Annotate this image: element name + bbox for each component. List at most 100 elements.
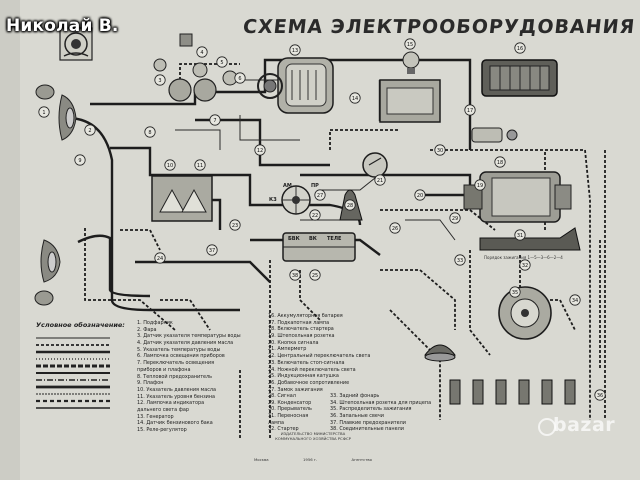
callout-number: 30 — [437, 148, 443, 154]
callout-number: 14 — [352, 96, 358, 102]
callout-6: 6 — [234, 72, 246, 84]
legend-entry: 8. Тепловой предохранитель — [137, 373, 213, 380]
legend-entry: 12. Лампочка индикатора — [137, 400, 205, 407]
callout-32: 32 — [519, 259, 531, 271]
callout-18: 18 — [494, 156, 506, 168]
callout-27: 27 — [314, 189, 326, 201]
legend-entry: 4. Датчик указателя давления масла — [137, 340, 234, 347]
callout-31: 31 — [514, 229, 526, 241]
spark-plugs — [449, 379, 576, 405]
callout-number: 23 — [232, 223, 238, 229]
callout-28: 28 — [344, 199, 356, 211]
legend-entry: дальнего света фар — [137, 406, 189, 413]
callout-2: 2 — [84, 124, 96, 136]
callout-17: 17 — [464, 104, 476, 116]
legend-entry: 33. Задний фонарь — [330, 393, 380, 399]
callout-number: 16 — [517, 46, 523, 52]
callout-number: 31 — [517, 233, 523, 239]
legend-entry: 37. Плавкие предохранители — [330, 419, 406, 426]
legend-entry: 3. Датчик указателя температуры воды — [137, 333, 241, 340]
connection-panel — [282, 232, 356, 262]
callout-11: 11 — [194, 159, 206, 171]
legend-entry: лампа — [268, 419, 285, 426]
publisher-agency: Агентство — [351, 457, 372, 462]
legend-entry: 29. Конденсатор — [268, 399, 312, 406]
legend-entry: 28. Сигнал — [268, 393, 296, 399]
callout-number: 34 — [572, 298, 578, 304]
logo-emblem — [59, 27, 93, 61]
legend-entry: 14. Датчик бензинового бака — [137, 420, 213, 427]
callout-number: 6 — [238, 76, 241, 82]
callout-25: 25 — [309, 269, 321, 281]
callout-number: 9 — [78, 158, 81, 164]
publisher-city: Москва — [254, 457, 269, 462]
legend-entry: 10. Указатель давления масла — [137, 386, 217, 393]
callout-number: 29 — [452, 216, 458, 222]
battery — [481, 59, 558, 97]
legend-entry: 17. Подкапотная лампа — [268, 319, 330, 326]
callout-number: 2 — [88, 128, 91, 134]
publisher-line-2: КОММУНАЛЬНОГО ХОЗЯЙСТВА РСФСР — [275, 435, 351, 441]
legend-title: Условное обозначение: — [36, 321, 125, 329]
legend-entry: 24. Ножной переключатель света — [268, 366, 356, 373]
callout-36: 36 — [594, 389, 606, 401]
callout-8: 8 — [144, 126, 156, 138]
legend-entry: 2. Фара — [137, 326, 157, 333]
callout-21: 21 — [374, 174, 386, 186]
callout-number: 4 — [200, 50, 203, 56]
legend-entry: 16. Аккумуляторная батарея — [268, 313, 343, 319]
publisher-block: ИЗДАТЕЛЬСТВО МИНИСТЕРСТВА КОММУНАЛЬНОГО … — [254, 431, 372, 441]
callout-number: 10 — [167, 163, 173, 169]
legend-entry: 1. Подфарник — [137, 320, 173, 326]
generator — [257, 57, 334, 114]
legend-entry: 21. Амперметр — [268, 346, 307, 353]
callout-number: 12 — [257, 148, 263, 154]
switch-label-am: АМ — [283, 183, 292, 189]
callout-9: 9 — [74, 154, 86, 166]
legend-entry: 27. Замок зажигания — [268, 386, 323, 393]
portable-lamp — [479, 227, 581, 251]
callout-19: 19 — [474, 179, 486, 191]
callout-number: 18 — [497, 160, 503, 166]
callout-number: 19 — [477, 183, 483, 189]
callout-22: 22 — [309, 209, 321, 221]
firing-order-caption: Порядок зажигания 1—5—3—6—2—4 — [484, 255, 563, 260]
underhood-lamp — [402, 51, 420, 74]
callout-number: 26 — [392, 226, 398, 232]
callout-number: 11 — [197, 163, 203, 169]
legend-entry: приборов и плафона — [137, 366, 191, 373]
panel-label-tele: ТЕЛЕ — [327, 236, 342, 242]
callout-33: 33 — [454, 254, 466, 266]
switch-label-pr: ПР — [311, 183, 319, 189]
legend-swatches — [36, 337, 110, 409]
callout-number: 37 — [209, 248, 215, 254]
legend-entry: 15. Реле-регулятор — [137, 427, 187, 433]
publisher-line-1: ИЗДАТЕЛЬСТВО МИНИСТЕРСТВА — [280, 431, 346, 436]
callout-10: 10 — [164, 159, 176, 171]
headlight-lower — [40, 239, 61, 283]
sidelight-upper — [35, 84, 55, 100]
callout-16: 16 — [514, 42, 526, 54]
ignition-switch — [281, 185, 311, 215]
callout-number: 5 — [220, 60, 223, 66]
legend-entry: 31. Переносная — [268, 413, 309, 420]
callout-number: 15 — [407, 42, 413, 48]
callout-number: 33 — [457, 258, 463, 264]
legend-entry: 25. Индукционная катушка — [268, 373, 339, 380]
callout-number: 38 — [292, 273, 298, 279]
legend-entry: 32. Стартер — [268, 426, 299, 433]
callout-37: 37 — [206, 244, 218, 256]
starter-motor — [463, 171, 572, 223]
sensor-group-top — [153, 33, 238, 102]
legend-entry: 30. Прерыватель — [268, 406, 312, 413]
dashed-wiring — [84, 63, 606, 440]
callout-number: 7 — [213, 118, 216, 124]
legend-entry: 22. Центральный переключатель света — [268, 353, 371, 360]
callout-number: 27 — [317, 193, 323, 199]
callout-number: 8 — [148, 130, 151, 136]
